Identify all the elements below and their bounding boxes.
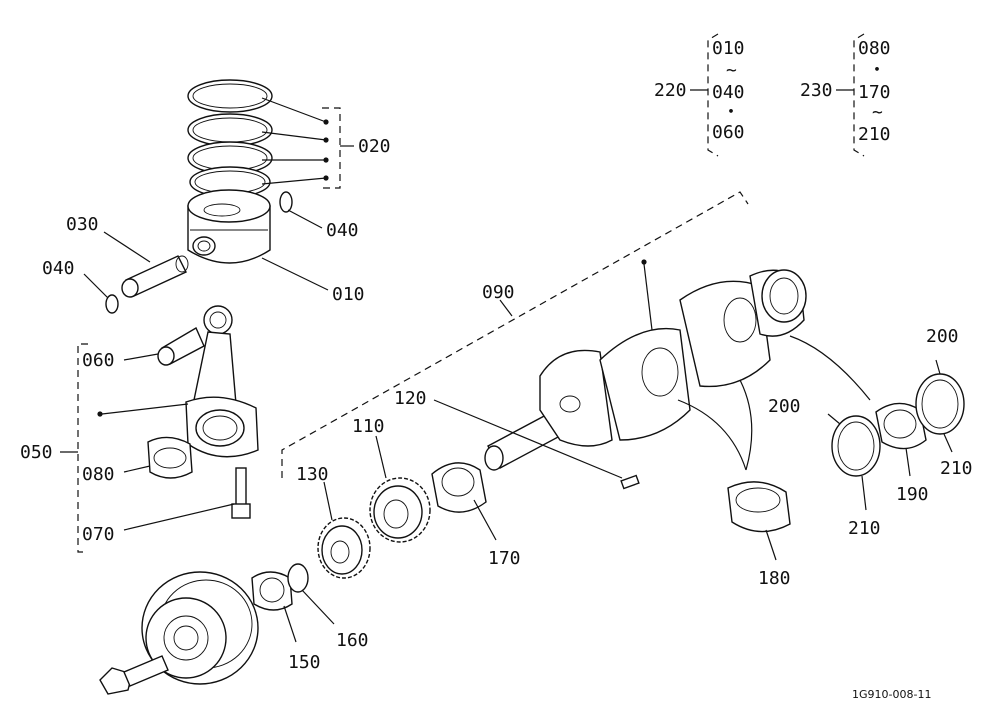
set-230-member-1: 080 bbox=[858, 38, 891, 59]
crankpin-bearing bbox=[147, 436, 193, 479]
set-220-member-3: 060 bbox=[712, 122, 745, 143]
crank-pulley bbox=[141, 571, 259, 685]
pulley-bolt bbox=[99, 655, 169, 695]
label-040-right: 040 bbox=[326, 220, 359, 241]
set-230-sep-1: ・ bbox=[868, 60, 886, 81]
label-040-left: 040 bbox=[42, 258, 75, 279]
rod-bolt bbox=[231, 467, 251, 519]
label-200-left: 200 bbox=[768, 396, 801, 417]
label-210-right: 210 bbox=[940, 458, 973, 479]
main-bearing-center bbox=[727, 481, 791, 533]
label-120: 120 bbox=[394, 388, 427, 409]
thrust-washer-right bbox=[915, 373, 965, 435]
label-090: 090 bbox=[482, 282, 515, 303]
main-bearing-front bbox=[431, 462, 487, 513]
set-220-id: 220 bbox=[654, 80, 687, 101]
label-210-left: 210 bbox=[848, 518, 881, 539]
oil-pump-gear bbox=[317, 517, 371, 579]
connecting-rod bbox=[185, 305, 259, 458]
set-220-member-1: 010 bbox=[712, 38, 745, 59]
label-130: 130 bbox=[296, 464, 329, 485]
piston-rings bbox=[187, 79, 354, 198]
label-200-right: 200 bbox=[926, 326, 959, 347]
label-110: 110 bbox=[352, 416, 385, 437]
set-230-member-2: 170 bbox=[858, 82, 891, 103]
crankshaft bbox=[484, 269, 807, 471]
set-220-legend: 220 010 ~ 040 ・ 060 bbox=[654, 33, 745, 157]
set-220-sep-1: ~ bbox=[726, 60, 737, 81]
woodruff-key bbox=[620, 474, 640, 490]
label-050: 050 bbox=[20, 442, 53, 463]
label-180: 180 bbox=[758, 568, 791, 589]
label-020: 020 bbox=[358, 136, 391, 157]
label-150: 150 bbox=[288, 652, 321, 673]
set-220-sep-2: ・ bbox=[722, 102, 740, 123]
set-230-sep-2: ~ bbox=[872, 102, 883, 123]
collar bbox=[251, 571, 293, 611]
label-070: 070 bbox=[82, 524, 115, 545]
thrust-washer-left bbox=[831, 415, 881, 477]
label-170: 170 bbox=[488, 548, 521, 569]
piston bbox=[187, 189, 271, 264]
label-010: 010 bbox=[332, 284, 365, 305]
label-060: 060 bbox=[82, 350, 115, 371]
piston-pin bbox=[121, 255, 189, 298]
set-230-member-3: 210 bbox=[858, 124, 891, 145]
set-230-id: 230 bbox=[800, 80, 833, 101]
crank-gear bbox=[369, 477, 431, 543]
main-bearing-rear bbox=[875, 402, 927, 450]
label-160: 160 bbox=[336, 630, 369, 651]
o-ring bbox=[287, 563, 309, 593]
bushing bbox=[157, 326, 205, 366]
label-080: 080 bbox=[82, 464, 115, 485]
label-030: 030 bbox=[66, 214, 99, 235]
set-230-legend: 230 080 ・ 170 ~ 210 bbox=[800, 33, 891, 157]
set-220-member-2: 040 bbox=[712, 82, 745, 103]
label-190: 190 bbox=[896, 484, 929, 505]
drawing-reference: 1G910-008-11 bbox=[852, 688, 931, 701]
